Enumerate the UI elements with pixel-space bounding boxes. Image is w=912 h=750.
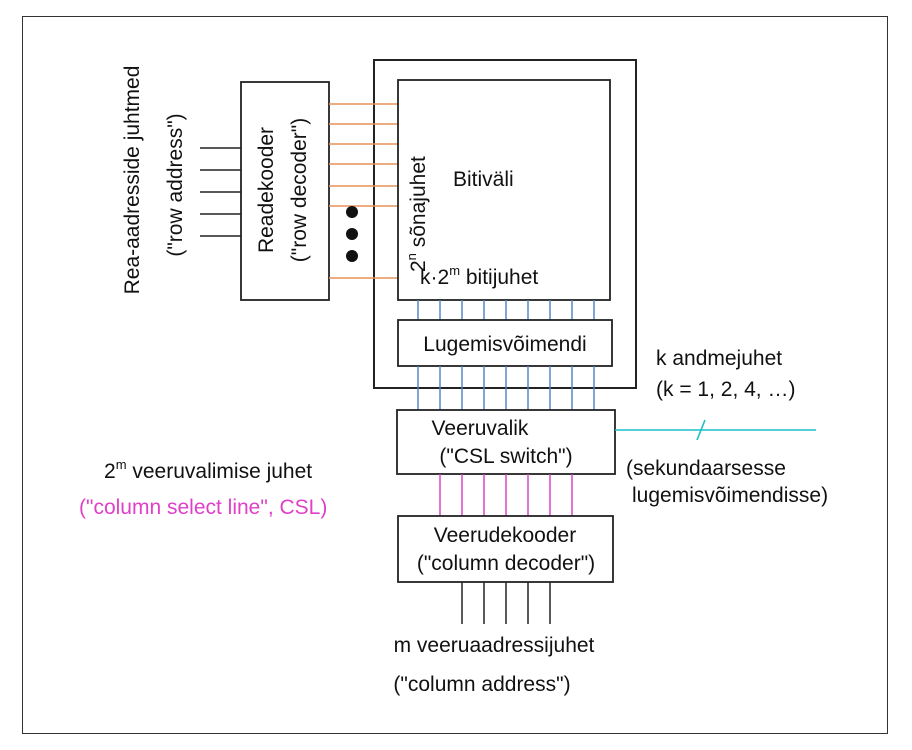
page-frame bbox=[22, 16, 888, 734]
data-line bbox=[615, 419, 816, 441]
data-lines-k-values: (k = 1, 2, 4, …) bbox=[656, 378, 795, 401]
row-decoder-english: ("row decoder") bbox=[288, 118, 311, 262]
data-lines-label: k andmejuhet bbox=[656, 347, 782, 370]
column-decoder-label: Veerudekooder bbox=[434, 524, 576, 547]
bit-array-label: Bitiväli bbox=[453, 168, 514, 191]
bit-lines-lower bbox=[417, 366, 595, 410]
ellipsis-dots bbox=[346, 206, 358, 262]
column-select-english: ("CSL switch") bbox=[439, 445, 572, 468]
sense-amp-box bbox=[397, 319, 613, 367]
column-address-label: m veeruaadressijuhet bbox=[394, 634, 595, 657]
column-select-lines bbox=[439, 474, 573, 516]
bit-lines-label: k·2m bitijuhet bbox=[420, 263, 538, 289]
csl-count-label: 2m veeruvalimise juhet bbox=[104, 457, 312, 483]
secondary-amp-label: (sekundaarsesse bbox=[626, 457, 786, 480]
word-lines-label: 2n sõnajuhet bbox=[404, 156, 430, 272]
sense-amp-label: Lugemisvõimendi bbox=[423, 333, 586, 356]
secondary-amp-label-2: lugemisvõimendisse) bbox=[632, 484, 828, 507]
row-decoder-box bbox=[240, 81, 330, 301]
column-select-label: Veeruvalik bbox=[432, 417, 529, 440]
column-select-box bbox=[396, 409, 616, 475]
column-address-english: ("column address") bbox=[393, 673, 570, 696]
row-address-label: Rea-aadresside juhtmed bbox=[121, 66, 144, 295]
word-lines bbox=[329, 103, 398, 279]
row-decoder-label: Readekooder bbox=[255, 127, 278, 253]
column-decoder-box bbox=[397, 515, 614, 583]
bit-lines-upper bbox=[417, 300, 595, 320]
bit-array-box bbox=[397, 79, 611, 301]
row-address-english: ("row address") bbox=[164, 113, 187, 256]
csl-english-label: ("column select line", CSL) bbox=[79, 496, 327, 519]
column-address-lines bbox=[461, 582, 551, 624]
column-decoder-english: ("column decoder") bbox=[417, 552, 595, 575]
row-address-lines bbox=[200, 147, 241, 237]
memory-bank-frame bbox=[373, 59, 637, 389]
